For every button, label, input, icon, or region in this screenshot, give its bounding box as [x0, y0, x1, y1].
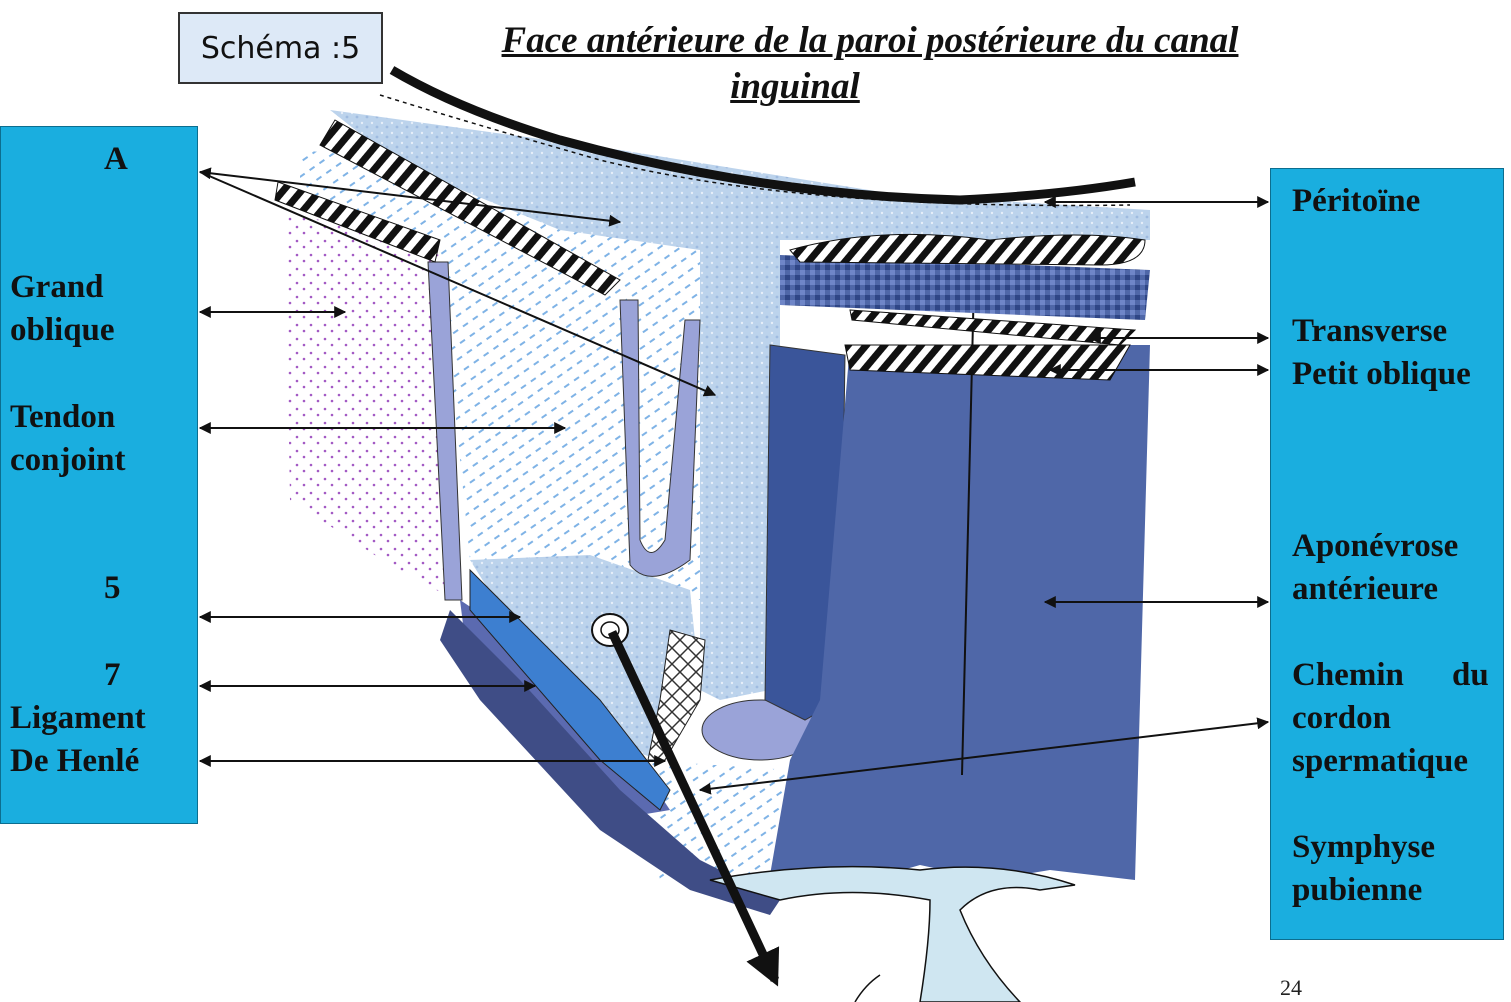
u-shaped-band — [619, 299, 701, 577]
label-tendon-conjoint-1: Tendon — [10, 399, 116, 435]
title-line-1: Face antérieure de la paroi postérieure … — [501, 20, 1239, 61]
label-grand-oblique-2: oblique — [10, 312, 115, 348]
blue-ligament-band — [469, 568, 671, 811]
page-number: 24 — [1280, 975, 1302, 1000]
label-symphyse-1: Symphyse — [1292, 829, 1436, 865]
left-label-panel — [0, 126, 198, 824]
label-tendon-conjoint-2: conjoint — [10, 442, 126, 478]
tendon-conjoint-region — [300, 150, 700, 600]
hatched-band-top — [789, 233, 1146, 266]
schema-label: Schéma :5 — [200, 30, 361, 66]
schema-number-box: Schéma :5 — [178, 12, 383, 84]
label-transverse: Transverse — [1292, 313, 1448, 349]
lower-light-region — [470, 555, 700, 760]
label-symphyse-2: pubienne — [1292, 872, 1423, 908]
label-seven: 7 — [104, 657, 121, 693]
label-ligament-henle-2: De Henlé — [10, 743, 140, 779]
label-chemin-3: spermatique — [1292, 743, 1468, 779]
label-peritoine: Péritoïne — [1292, 183, 1421, 219]
label-petit-oblique: Petit oblique — [1292, 356, 1471, 392]
label-grand-oblique-1: Grand — [10, 269, 104, 305]
peritoneum-region — [330, 110, 1150, 700]
label-chemin-2: cordon — [1292, 700, 1391, 736]
spermatic-cord-arrow — [607, 630, 780, 987]
peritoneum-line — [389, 66, 1136, 205]
label-aponevrose-1: Aponévrose — [1292, 528, 1459, 564]
label-chemin-1a: Chemin — [1292, 657, 1404, 693]
label-five: 5 — [104, 570, 121, 606]
diagram-title: Face antérieure de la paroi postérieure … — [420, 18, 1320, 110]
lower-curve — [854, 974, 881, 1002]
right-label-panel — [1270, 168, 1504, 940]
arrow-a-1 — [198, 167, 622, 227]
checkered-band — [780, 255, 1150, 320]
label-chemin-1b: du — [1452, 657, 1489, 693]
arrow-chemin-cordon — [698, 717, 1270, 795]
label-ligament-henle-1: Ligament — [10, 700, 146, 736]
peritoneum-dashed-line — [379, 94, 1131, 207]
symphysis-shape — [709, 865, 1076, 1002]
title-line-2: inguinal — [730, 66, 860, 107]
label-aponevrose-2: antérieure — [1292, 571, 1439, 607]
label-a: A — [104, 141, 128, 177]
arrow-a-2 — [199, 171, 717, 397]
